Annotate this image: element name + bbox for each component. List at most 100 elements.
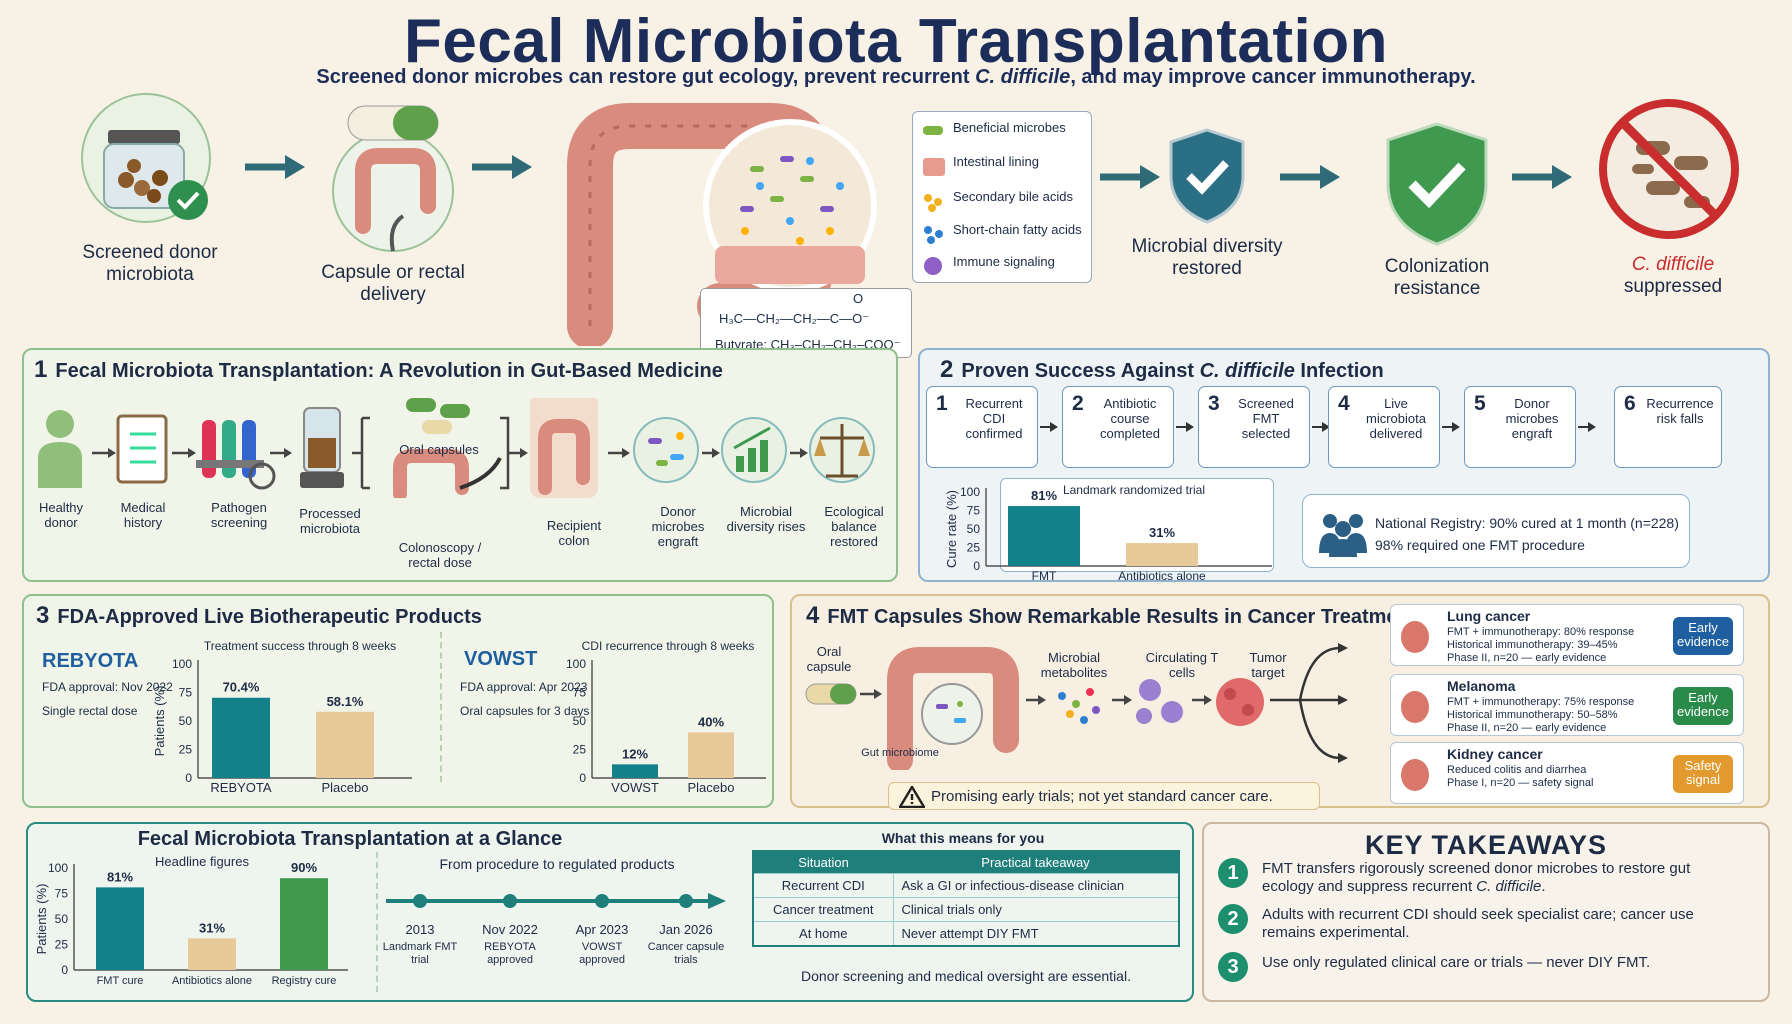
- timeline-year: Apr 2023: [575, 922, 629, 937]
- table-cell: At home: [753, 920, 894, 946]
- immune-signal-icon: [924, 257, 942, 275]
- step-arrow-icon: [1578, 422, 1596, 432]
- colonoscope-icon: [393, 449, 502, 498]
- y-axis-label: Patients (%): [36, 884, 49, 955]
- panel3-number: 3: [36, 602, 50, 629]
- table-cell: Never attempt DIY FMT: [893, 920, 1179, 946]
- warning-banner: Promising early trials; not yet standard…: [888, 782, 1320, 810]
- flow-arrow-icon: [1512, 165, 1572, 189]
- cdi-step-label: Recurrence risk falls: [1646, 396, 1714, 426]
- legend-icons: [923, 126, 945, 275]
- glance-footnote: Donor screening and medical oversight ar…: [801, 968, 1131, 984]
- bar-value-label: 70.4%: [223, 680, 260, 695]
- cancer-line: Phase II, n=20 — early evidence: [1447, 652, 1607, 664]
- subtitle-emphasis: C. difficile: [975, 66, 1071, 88]
- rebyota-approval: FDA approval: Nov 2022: [42, 680, 173, 694]
- cancer-line: Phase II, n=20 — early evidence: [1447, 722, 1607, 734]
- y-tick-label: 0: [185, 771, 192, 785]
- capsule-label: Capsule or rectal delivery: [321, 262, 465, 305]
- p1-step-label: Medical history: [120, 500, 166, 530]
- x-tick-label: Placebo: [322, 780, 369, 795]
- page-subtitle: Screened donor microbes can restore gut …: [0, 66, 1792, 89]
- warning-text: Promising early trials; not yet standard…: [931, 788, 1273, 805]
- legend-item: Immune signaling: [953, 254, 1055, 269]
- evidence-badge: Safety signal: [1673, 755, 1733, 793]
- legend-item: Short-chain fatty acids: [953, 222, 1082, 237]
- bar-value-label: 81%: [1031, 488, 1057, 503]
- diversity-chart-icon: [721, 417, 787, 483]
- bar: [688, 732, 734, 778]
- gut-microbiome-icon: [887, 647, 1019, 770]
- legend-box: Beneficial microbes Intestinal lining Se…: [912, 111, 1092, 283]
- chem-formula: H₃C—CH₂—CH₂—C—O⁻: [719, 311, 870, 326]
- timeline-label: REBYOTA approved: [484, 941, 536, 966]
- subtitle-text-end: , and may improve cancer immunotherapy.: [1070, 66, 1476, 88]
- panel2-title-end: Infection: [1294, 360, 1384, 382]
- panel1-number: 1: [34, 356, 48, 383]
- takeaway-number: 1: [1218, 858, 1248, 888]
- blender-icon: [300, 407, 344, 488]
- suppressed-text: suppressed: [1623, 276, 1723, 297]
- timeline-label: Landmark FMT trial: [382, 941, 458, 966]
- panel3-title-text: FDA-Approved Live Biotherapeutic Product…: [57, 606, 482, 628]
- timeline-year: Jan 2026: [659, 922, 713, 937]
- y-tick-label: 25: [55, 938, 69, 952]
- panel-key-takeaways: [1202, 822, 1770, 1002]
- cancer-flow-label: Microbial metabolites: [1040, 650, 1108, 680]
- panel2-title-emphasis: C. difficile: [1199, 360, 1295, 382]
- p1-step-label: Colonoscopy / rectal dose: [398, 540, 482, 570]
- chart-title: Landmark randomized trial: [1063, 483, 1205, 497]
- organ-icon: [1401, 691, 1429, 723]
- cancer-line: Historical immunotherapy: 39–45%: [1447, 639, 1618, 651]
- people-group-icon: [1319, 514, 1367, 557]
- cdi-step-number: 4: [1338, 392, 1350, 415]
- takeaway-emphasis: C. difficile: [1476, 878, 1542, 895]
- no-cdiff-icon: [1599, 99, 1739, 239]
- table-cell: Clinical trials only: [893, 896, 1179, 921]
- cancer-flow-label: Circulating T cells: [1145, 650, 1219, 680]
- bar: [96, 887, 144, 970]
- timeline-label: VOWST approved: [579, 941, 625, 966]
- y-axis-label: Cure rate (%): [944, 490, 959, 568]
- panel4-number: 4: [806, 602, 820, 629]
- bar-value-label: 40%: [698, 714, 724, 729]
- panel1-step-icons: [38, 398, 875, 498]
- y-tick-label: 75: [967, 504, 981, 518]
- green-shield-check-icon: [1386, 122, 1488, 246]
- diversity-label: Microbial diversity restored: [1131, 236, 1283, 279]
- divider: [376, 852, 378, 992]
- beneficial-microbes-icon: [923, 126, 943, 135]
- cancer-line: Phase I, n=20 — safety signal: [1447, 777, 1594, 789]
- bar: [212, 697, 270, 778]
- y-tick-label: 100: [172, 657, 192, 671]
- y-tick-label: 0: [61, 963, 68, 977]
- registry-line-2: 98% required one FMT procedure: [1375, 537, 1585, 553]
- flow-arrow-icon: [1280, 165, 1340, 189]
- bar-value-label: 90%: [291, 860, 317, 875]
- y-tick-label: 50: [179, 714, 193, 728]
- cancer-line: FMT + immunotherapy: 80% response: [1447, 626, 1635, 638]
- butyrate-chem-box: O H₃C—CH₂—CH₂—C—O⁻ Butyrate: CH₃–CH₂–CH₂…: [700, 288, 912, 358]
- panel1-title-text: Fecal Microbiota Transplantation: A Revo…: [55, 360, 723, 382]
- x-tick-label: FMT cure: [97, 975, 144, 987]
- bar-value-label: 81%: [107, 869, 133, 884]
- rebyota-dose: Single rectal dose: [42, 704, 138, 718]
- y-tick-label: 25: [573, 743, 587, 757]
- x-tick-label: REBYOTA: [210, 780, 271, 795]
- legend-item: Secondary bile acids: [953, 189, 1073, 204]
- organ-icon: [1401, 759, 1429, 791]
- cdi-step-label: Antibiotic course completed: [1100, 396, 1160, 441]
- evidence-badge: Early evidence: [1673, 687, 1733, 725]
- glance-title: Fecal Microbiota Transplantation at a Gl…: [137, 828, 563, 850]
- table-title: What this means for you: [881, 830, 1045, 846]
- registry-box: National Registry: 90% cured at 1 month …: [1302, 494, 1690, 568]
